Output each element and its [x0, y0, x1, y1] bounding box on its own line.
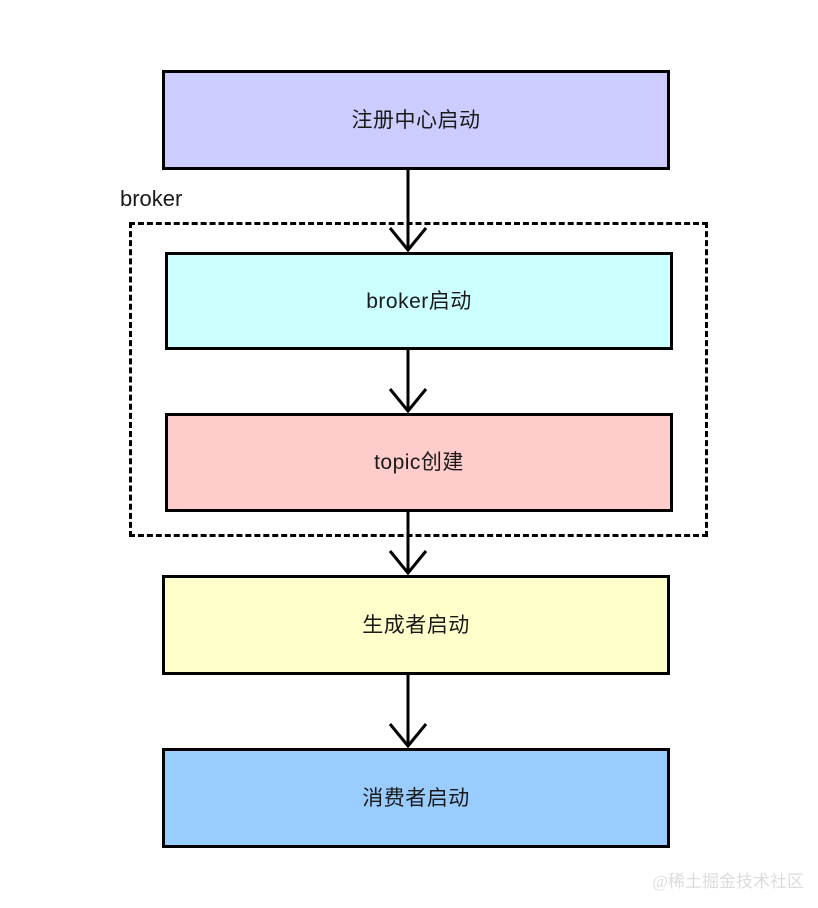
- subgraph-label-broker: broker: [120, 186, 183, 211]
- node-label-registry-start: 注册中心启动: [351, 108, 481, 132]
- node-consumer-start[interactable]: 消费者启动: [162, 748, 670, 848]
- node-producer-start[interactable]: 生成者启动: [162, 575, 670, 675]
- subgraph-container-broker: [129, 222, 708, 537]
- node-label-broker-start: broker启动: [366, 289, 472, 313]
- node-registry-start[interactable]: 注册中心启动: [162, 70, 670, 170]
- node-label-producer-start: 生成者启动: [362, 613, 470, 637]
- node-topic-create[interactable]: topic创建: [165, 413, 673, 512]
- node-label-topic-create: topic创建: [374, 451, 464, 474]
- watermark: @稀土掘金技术社区: [652, 872, 804, 891]
- edge-producer-to-consumer: [388, 675, 428, 749]
- node-label-consumer-start: 消费者启动: [362, 786, 470, 810]
- node-broker-start[interactable]: broker启动: [165, 252, 673, 350]
